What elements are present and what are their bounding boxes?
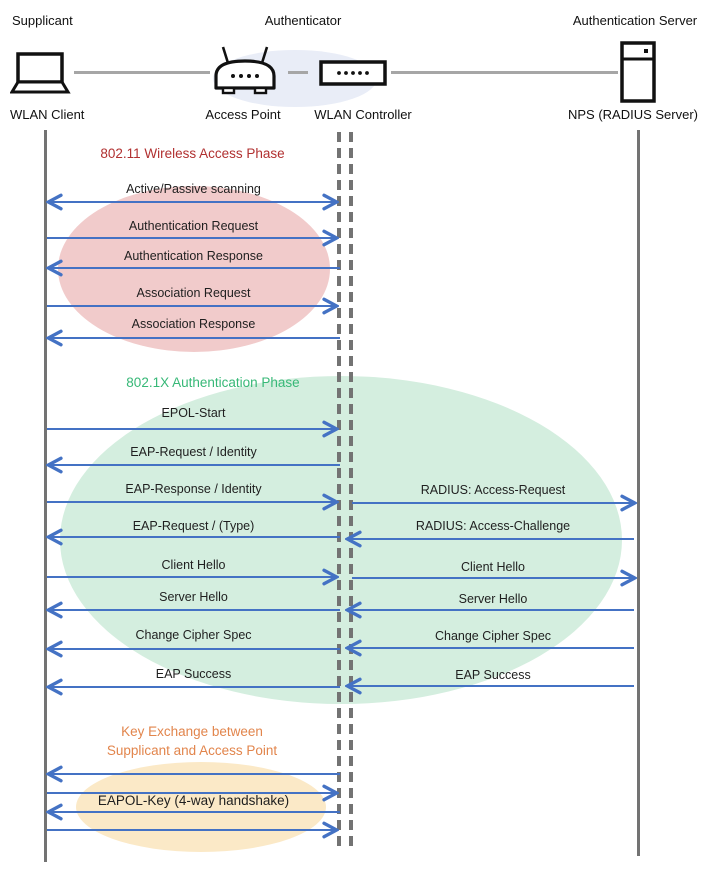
connector-ap-controller — [288, 71, 308, 74]
role-label-supplicant: Supplicant — [12, 13, 73, 28]
lifeline-wlan-client — [44, 130, 47, 862]
laptop-icon — [10, 52, 71, 94]
message-label: Authentication Request — [128, 219, 259, 233]
message-label: Association Request — [136, 286, 251, 300]
role-label-authentication-server: Authentication Server — [572, 13, 698, 28]
role-label-authenticator: Authenticator — [264, 13, 342, 28]
phase-title-80211: 802.11 Wireless Access Phase — [100, 146, 285, 161]
connector-controller-server — [391, 71, 618, 74]
wireless-router-icon — [214, 46, 276, 95]
lifeline-wlan-controller-right — [349, 132, 353, 852]
message-label: Association Response — [131, 317, 256, 331]
message-label: EAP-Response / Identity — [125, 482, 262, 496]
phase-title-8021x: 802.1X Authentication Phase — [126, 375, 300, 390]
node-label-nps-radius-server: NPS (RADIUS Server) — [567, 107, 699, 122]
message-label: EAPOL-Key (4-way handshake) — [97, 793, 290, 808]
server-icon — [620, 41, 656, 103]
phase-key-exchange-ellipse — [76, 762, 326, 852]
message-label: EAP Success — [455, 668, 531, 682]
lifeline-wlan-controller-left — [337, 132, 341, 852]
message-label: RADIUS: Access-Challenge — [415, 519, 571, 533]
message-label: Client Hello — [461, 560, 525, 574]
message-label: Client Hello — [161, 558, 226, 572]
node-label-access-point: Access Point — [205, 107, 281, 122]
phase-title-key-exchange-line1: Key Exchange between — [121, 724, 263, 739]
phase-title-key-exchange-line2: Supplicant and Access Point — [106, 743, 278, 758]
node-label-wlan-controller: WLAN Controller — [314, 107, 412, 122]
connector-client-ap — [74, 71, 210, 74]
message-label: EAP-Request / (Type) — [132, 519, 255, 533]
message-label: EAP Success — [155, 667, 232, 681]
message-label: Server Hello — [458, 592, 528, 606]
message-label: Change Cipher Spec — [135, 628, 252, 642]
message-label: RADIUS: Access-Request — [420, 483, 566, 497]
lifeline-nps-server — [637, 130, 640, 856]
message-label: Active/Passive scanning — [126, 182, 261, 196]
message-label: Authentication Response — [124, 249, 263, 263]
node-label-wlan-client: WLAN Client — [10, 107, 85, 122]
message-label: Server Hello — [159, 590, 228, 604]
message-label: EPOL-Start — [161, 406, 226, 420]
controller-icon — [319, 60, 387, 86]
phase-title-key-exchange: Key Exchange between Supplicant and Acce… — [42, 722, 342, 760]
message-label: EAP-Request / Identity — [130, 445, 257, 459]
message-label: Change Cipher Spec — [434, 629, 552, 643]
